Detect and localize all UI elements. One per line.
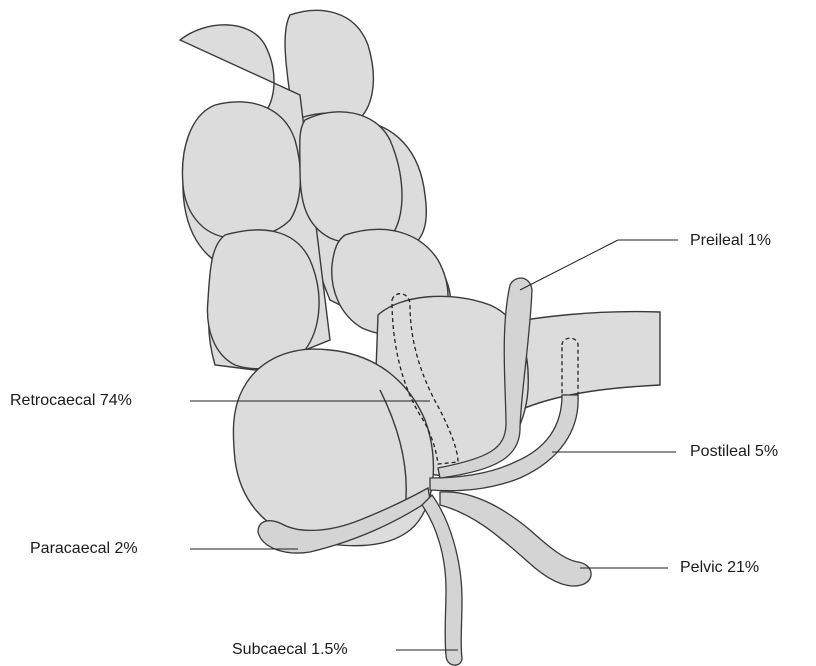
label-retrocaecal: Retrocaecal 74% — [10, 392, 132, 410]
label-preileal: Preileal 1% — [690, 232, 771, 250]
colon-haustrum-2 — [207, 230, 319, 369]
label-subcaecal: Subcaecal 1.5% — [232, 641, 348, 659]
subcaecal-appendix — [422, 495, 462, 665]
pelvic-appendix — [440, 492, 591, 586]
leader-preileal — [520, 240, 618, 290]
colon-haustrum-1 — [182, 102, 300, 239]
label-paracaecal: Paracaecal 2% — [30, 540, 138, 558]
label-postileal: Postileal 5% — [690, 443, 778, 461]
label-pelvic: Pelvic 21% — [680, 559, 759, 577]
